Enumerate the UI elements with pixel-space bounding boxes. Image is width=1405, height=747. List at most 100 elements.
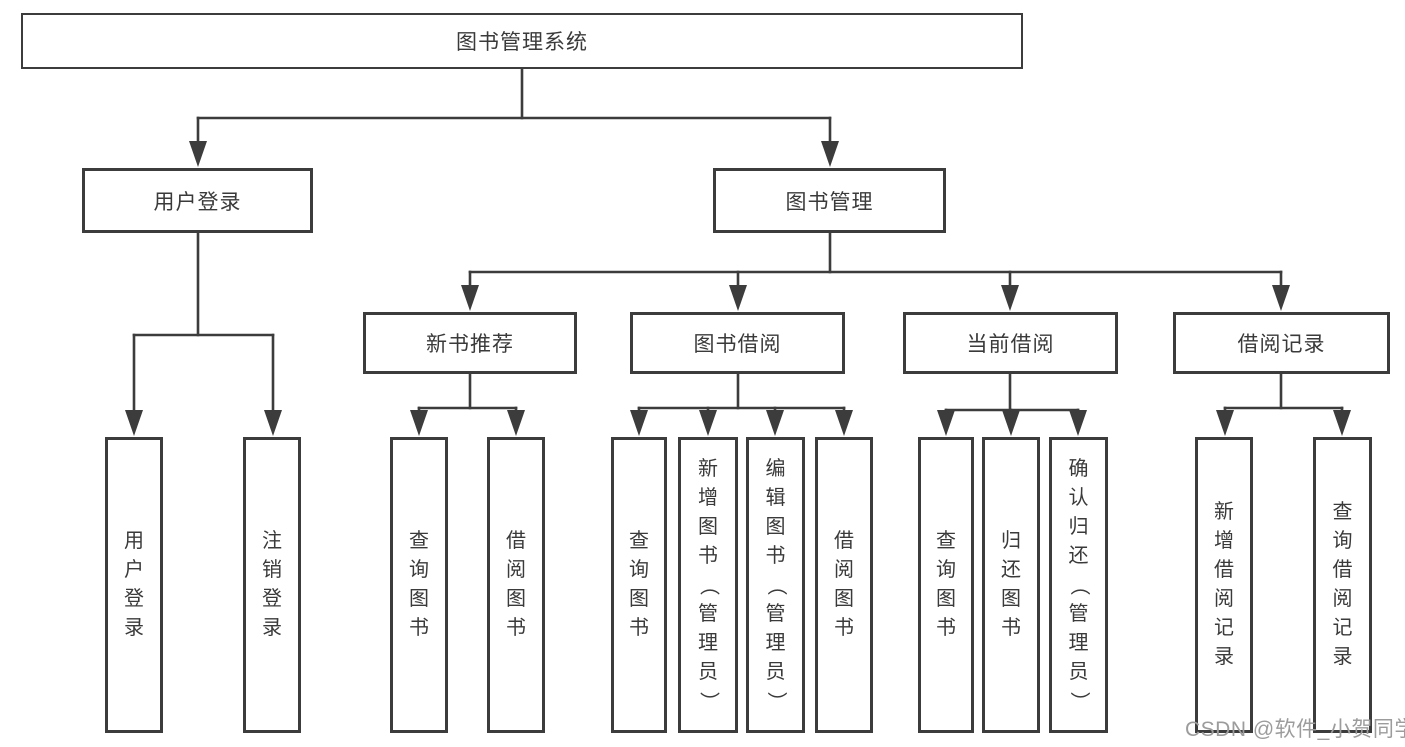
node-label-char: 理	[698, 631, 718, 654]
node-label-char: 增	[698, 486, 718, 509]
node-label-char: 书	[409, 617, 429, 639]
node-label-char: 认	[1068, 486, 1089, 509]
arrowhead-down-icon	[1069, 410, 1087, 436]
node-label-char: 图	[834, 588, 854, 610]
node-label-char: 管	[765, 602, 786, 625]
arrowhead-down-icon	[125, 410, 143, 436]
arrowhead-down-icon	[835, 410, 853, 436]
node-leaf-borrow-book-rec: 借阅图书	[487, 437, 545, 733]
node-label-char: 查	[629, 530, 649, 552]
arrowhead-down-icon	[1272, 285, 1290, 311]
node-root: 图书管理系统	[21, 13, 1023, 69]
node-label-char: （	[697, 575, 720, 595]
node-label-char: 图	[765, 515, 786, 538]
node-label-char: 书	[698, 544, 718, 567]
arrowhead-down-icon	[1001, 285, 1019, 311]
node-label-char: 书	[1001, 617, 1021, 639]
node-label: 图书借阅	[693, 333, 782, 356]
node-label-char: 图	[629, 588, 649, 610]
node-label-char: 书	[506, 617, 526, 639]
arrowhead-down-icon	[1002, 410, 1020, 436]
node-label-char: 增	[1214, 530, 1234, 552]
node-label: 新书推荐	[426, 333, 514, 356]
node-label-char: 新	[698, 457, 718, 480]
node-current-borrow: 当前借阅	[903, 312, 1118, 374]
node-leaf-confirm-return-admin: 确认归还（管理员）	[1049, 437, 1108, 733]
node-label-char: 注	[262, 530, 282, 552]
node-label-char: 书	[834, 617, 854, 639]
node-label-char: 归	[1001, 530, 1021, 552]
node-label-char: 辑	[765, 486, 786, 509]
node-label-char: 阅	[506, 559, 526, 581]
node-leaf-add-borrow-record: 新增借阅记录	[1195, 437, 1253, 733]
node-label-char: 图	[409, 588, 429, 610]
node-label-char: 查	[1332, 501, 1353, 523]
node-leaf-query-book-current: 查询图书	[918, 437, 974, 733]
node-label-char: 查	[936, 530, 956, 552]
node-label-char: 阅	[1214, 588, 1234, 610]
arrowhead-down-icon	[699, 410, 717, 436]
node-label-char: 借	[506, 530, 526, 552]
node-label-char: （	[765, 575, 787, 595]
node-label: 借阅记录	[1237, 333, 1326, 356]
node-label-char: ）	[1068, 691, 1090, 711]
node-label-char: 记	[1214, 617, 1234, 639]
node-label-char: ）	[697, 691, 720, 711]
node-label-char: 归	[1068, 515, 1089, 538]
node-label-char: （	[1068, 575, 1090, 595]
arrowhead-down-icon	[507, 410, 525, 436]
node-label: 图书管理	[785, 190, 874, 214]
arrowhead-down-icon	[1216, 410, 1234, 436]
node-label-char: 书	[629, 617, 649, 639]
node-label-char: 书	[765, 544, 786, 567]
node-book-borrow: 图书借阅	[630, 312, 845, 374]
node-label-char: 销	[262, 559, 282, 581]
node-leaf-add-book-admin: 新增图书 （ 管理员 ）	[678, 437, 738, 733]
node-label-char: 借	[1332, 559, 1353, 581]
node-label: 图书管理系统	[456, 31, 588, 54]
node-label-char: 用	[124, 530, 144, 552]
node-label-char: 理	[1068, 631, 1089, 654]
node-label-char: 确	[1068, 457, 1089, 480]
node-leaf-query-borrow-record: 查询借阅记录	[1313, 437, 1372, 733]
node-leaf-user-login: 用户登录	[105, 437, 163, 733]
node-label-char: 录	[1214, 646, 1234, 668]
arrowhead-down-icon	[461, 285, 479, 311]
node-label-char: 户	[124, 559, 144, 581]
watermark: CSDN @软件_小贺同学	[1185, 718, 1405, 741]
node-label-char: 记	[1332, 617, 1353, 639]
arrowhead-down-icon	[630, 410, 648, 436]
node-label-char: 询	[629, 559, 649, 581]
node-label-char: 还	[1001, 559, 1021, 581]
node-label-char: 员	[698, 660, 718, 683]
arrowhead-down-icon	[821, 141, 839, 167]
node-leaf-borrow-book: 借阅图书	[815, 437, 873, 733]
node-label-char: 录	[262, 617, 282, 639]
node-label-char: 图	[698, 515, 718, 538]
node-leaf-edit-book-admin: 编辑图书（管理员）	[746, 437, 805, 733]
node-book-mgmt: 图书管理	[713, 168, 946, 233]
node-label-char: 登	[262, 588, 282, 610]
arrowhead-down-icon	[410, 410, 428, 436]
node-label-char: 询	[936, 559, 956, 581]
node-label: 用户登录	[153, 190, 242, 214]
node-leaf-return-book: 归还图书	[982, 437, 1040, 733]
node-leaf-query-book-borrow: 查询图书	[611, 437, 667, 733]
node-label-char: 录	[124, 617, 144, 639]
node-label-char: 图	[1001, 588, 1021, 610]
node-label-char: 录	[1332, 646, 1353, 668]
arrowhead-down-icon	[937, 410, 955, 436]
node-label-char: 理	[765, 631, 786, 654]
arrowhead-down-icon	[766, 410, 784, 436]
node-borrow-records: 借阅记录	[1173, 312, 1390, 374]
node-label-char: 管	[1068, 602, 1089, 625]
node-label-char: 借	[1214, 559, 1234, 581]
node-label-char: 询	[409, 559, 429, 581]
node-label-char: 阅	[1332, 588, 1353, 610]
node-label-char: 管	[698, 602, 718, 625]
node-label-char: ）	[765, 691, 787, 711]
node-label-char: 图	[936, 588, 956, 610]
node-label-char: 图	[506, 588, 526, 610]
node-leaf-logout: 注销登录	[243, 437, 301, 733]
